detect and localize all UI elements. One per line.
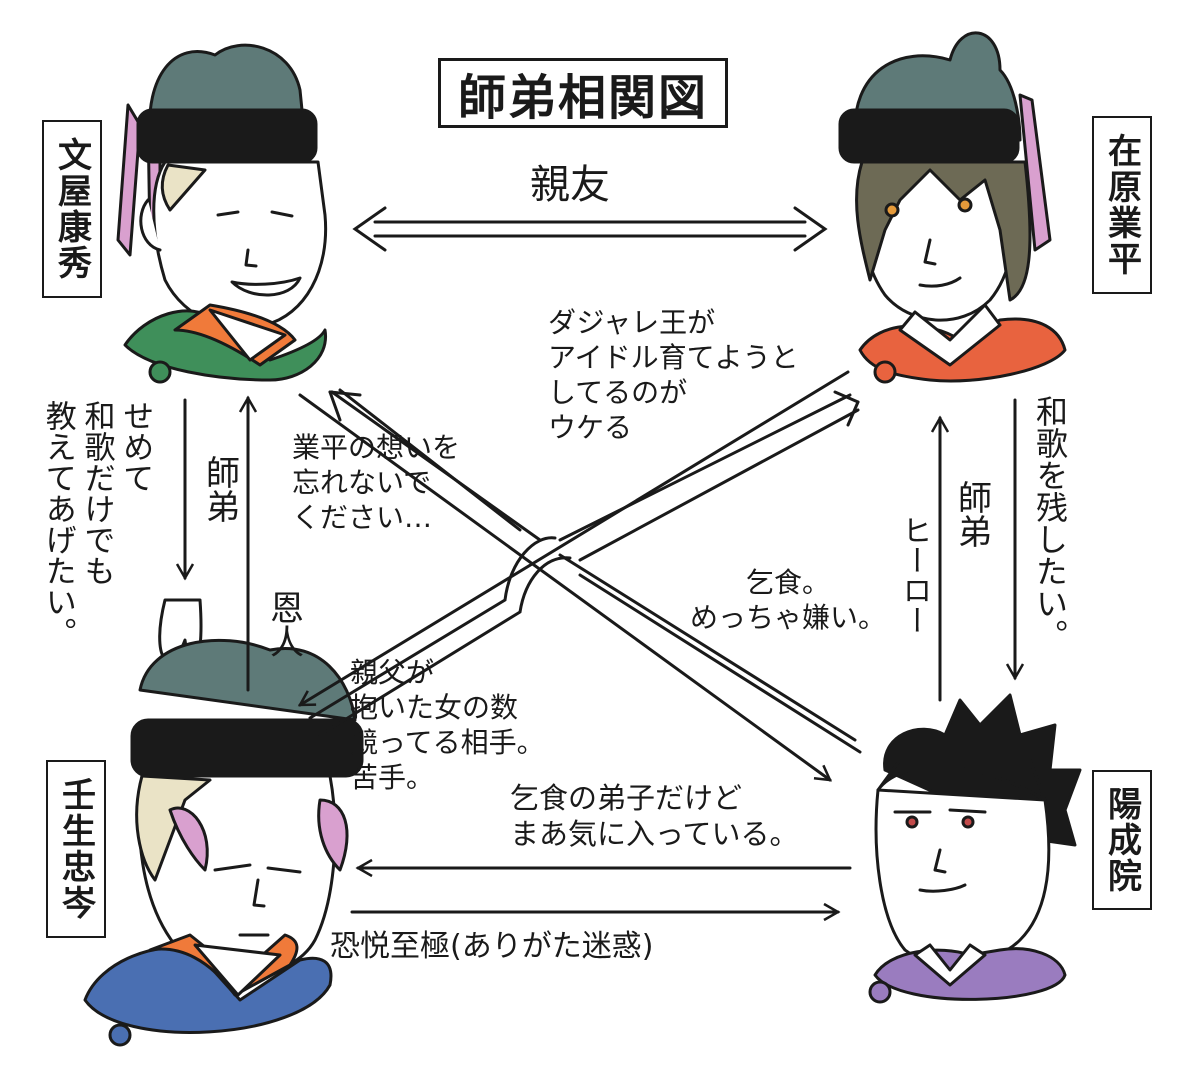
- arrow-top-head-right: [793, 206, 828, 252]
- arrows: [175, 206, 1025, 922]
- label-right-down: 和歌を残したい。: [1031, 395, 1069, 651]
- label-left-outer: せめて 和歌だけでも 教えてあげたい。: [39, 400, 154, 648]
- portrait-top-right: [838, 31, 1067, 384]
- portrait-bottom-right: [868, 693, 1082, 1004]
- arrow-diag-to-bottom-right: [298, 393, 833, 782]
- arrow-diag-to-bottom-left: [297, 370, 850, 707]
- label-center-left: 業平の想いを 忘れないで ください…: [292, 431, 461, 534]
- label-left-down: 師弟: [199, 455, 240, 523]
- name-bottom-right: 陽成院: [1092, 770, 1152, 910]
- label-center-bottom: 親父が 抱いた女の数 競ってる相手。 苦手。: [350, 656, 545, 794]
- name-top-right: 在原業平: [1092, 116, 1152, 294]
- arrow-top-head-left: [352, 206, 387, 252]
- label-right-up-2: ヒーロー: [896, 515, 932, 635]
- label-center-top-right: ダジャレ王が アイドル育てようと してるのが ウケる: [548, 306, 799, 444]
- page-title: 師弟相関図: [438, 58, 728, 128]
- label-right-up-1: 師弟: [951, 480, 992, 548]
- label-left-up: 恩人: [263, 590, 304, 658]
- label-bottom-bottom: 恐悦至極(ありがた迷惑): [330, 929, 654, 964]
- arrow-top-double: [373, 220, 807, 238]
- arrow-diag-to-top-left-2: [330, 390, 862, 754]
- arrow-diag-to-top-right: [308, 393, 860, 737]
- label-top: 親友: [530, 162, 610, 208]
- label-center-right: 乞食。 めっちゃ嫌い。: [690, 566, 887, 634]
- label-bottom-top: 乞食の弟子だけど まあ気に入っている。: [510, 781, 799, 852]
- name-top-left: 文屋康秀: [42, 120, 102, 298]
- name-bottom-left: 壬生忠岑: [46, 760, 106, 938]
- portrait-top-left: [116, 43, 328, 384]
